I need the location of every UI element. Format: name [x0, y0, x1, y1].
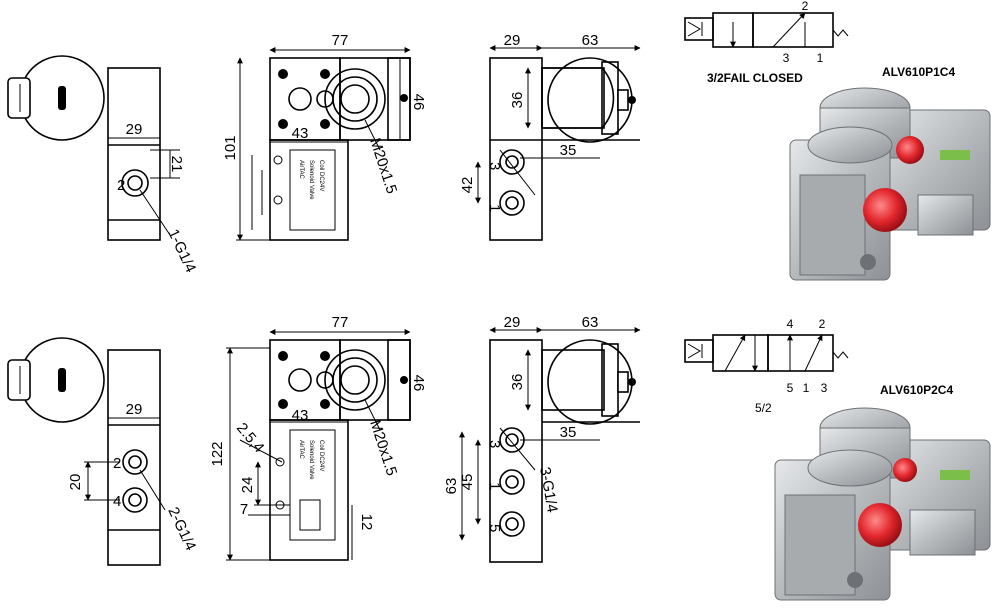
- symbol2-port-3: 3: [821, 381, 828, 395]
- svg-text:Coil DC24V: Coil DC24V: [318, 440, 324, 471]
- side2-thread-label: 2-G1/4: [164, 505, 199, 554]
- front1-conduit-label: M20x1.5: [366, 136, 400, 196]
- back-view-1: [475, 45, 641, 241]
- back1-w2-label: 63: [582, 32, 599, 49]
- back2-port-5: 5: [486, 524, 503, 532]
- side1-height-label: 21: [168, 156, 185, 173]
- symbol1-type-label: 3/2FAIL CLOSED: [707, 71, 803, 85]
- back1-port-3: 3: [486, 162, 503, 170]
- side-view-2: [7, 337, 166, 566]
- side2-height-label: 20: [67, 474, 84, 491]
- front1-width-label: 77: [332, 32, 349, 49]
- front1-depth-label: 46: [410, 94, 427, 111]
- symbol2-port-2: 2: [819, 317, 826, 331]
- front2-height-label: 122: [209, 441, 226, 466]
- back2-w1-label: 29: [504, 314, 521, 331]
- valve-photo-2: [774, 407, 991, 601]
- valve-symbol-2: [684, 334, 849, 372]
- back-view-2: [459, 327, 641, 563]
- front-view-2: AirTAC Solenoid Valve Coil DC24V: [226, 329, 411, 561]
- back1-w3-label: 35: [560, 142, 577, 159]
- back1-w1-label: 29: [504, 32, 521, 49]
- back1-port-1: 1: [486, 204, 503, 212]
- side2-port-2: 2: [113, 455, 121, 472]
- front2-inner-label: 43: [292, 407, 309, 424]
- model-1-label: ALV610P1C4: [882, 65, 955, 79]
- back2-w2-label: 63: [582, 314, 599, 331]
- svg-text:AirTAC: AirTAC: [298, 440, 304, 460]
- front1-inner-label: 43: [292, 125, 309, 142]
- symbol2-port-5: 5: [787, 381, 794, 395]
- symbol2-port-4: 4: [787, 317, 794, 331]
- svg-text:Solenoid Valve: Solenoid Valve: [308, 160, 314, 200]
- front2-width-label: 77: [332, 314, 349, 331]
- front2-d3-label: 7: [240, 501, 248, 518]
- back2-w3-label: 35: [560, 424, 577, 441]
- back2-port-1: 1: [486, 482, 503, 490]
- svg-text:Solenoid Valve: Solenoid Valve: [308, 440, 314, 480]
- svg-text:Coil DC24V: Coil DC24V: [318, 160, 324, 191]
- valve-photo-1: [789, 87, 991, 281]
- symbol2-type-label: 5/2: [755, 401, 772, 415]
- side1-port-label: 2: [117, 177, 125, 194]
- front-view-1: AirTAC Solenoid Valve Coil DC24V: [236, 47, 411, 241]
- symbol1-port-top: 2: [802, 0, 809, 13]
- symbol2-port-1: 1: [803, 381, 810, 395]
- front2-d2-label: 24: [239, 477, 256, 494]
- back1-h1-label: 36: [509, 92, 526, 109]
- side1-thread-label: 1-G1/4: [164, 227, 199, 276]
- model-2-label: ALV610P2C4: [880, 383, 953, 397]
- symbol1-port-right: 1: [817, 51, 824, 65]
- side2-port-4: 4: [113, 493, 121, 510]
- back2-h3-label: 45: [459, 474, 476, 491]
- front2-d1-label: 2.5,4: [233, 420, 267, 456]
- front2-depth-label: 46: [410, 375, 427, 392]
- symbol1-port-left: 3: [783, 51, 790, 65]
- back2-thread-label: 3-G1/4: [536, 466, 561, 514]
- front2-conduit-label: M20x1.5: [366, 418, 400, 478]
- valve-symbol-1: [684, 12, 849, 48]
- side2-width-label: 29: [126, 401, 143, 418]
- svg-text:AirTAC: AirTAC: [298, 160, 304, 180]
- back2-h2-label: 63: [443, 478, 460, 495]
- front1-height-label: 101: [222, 135, 239, 160]
- back2-h1-label: 36: [509, 374, 526, 391]
- back1-h2-label: 42: [459, 177, 476, 194]
- front2-d4-label: 12: [358, 514, 375, 531]
- side1-width-label: 29: [126, 121, 143, 138]
- back2-port-3: 3: [486, 440, 503, 448]
- side-view-1: [7, 55, 180, 241]
